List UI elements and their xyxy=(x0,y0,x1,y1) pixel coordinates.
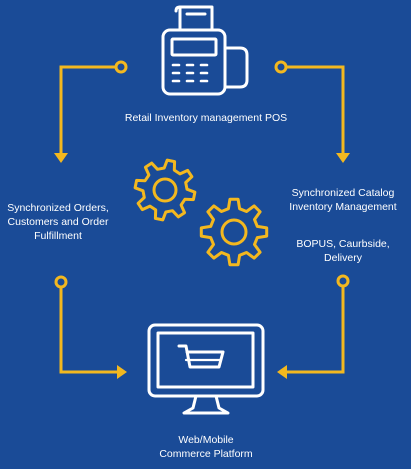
gear-icon xyxy=(199,197,269,267)
monitor-cart-icon xyxy=(147,323,265,415)
gears-icon xyxy=(133,158,269,267)
pos-label: Retail Inventory management POS xyxy=(124,112,288,124)
bopus-label: BOPUS, Caurbside, Delivery xyxy=(296,238,390,264)
connector-bottom-left xyxy=(54,275,127,379)
pos-terminal-icon xyxy=(161,5,249,96)
connector-bottom-right xyxy=(277,274,350,379)
gear-icon xyxy=(133,158,197,222)
connector-top-left xyxy=(54,60,128,163)
web-label: Web/Mobile Commerce Platform xyxy=(159,434,253,460)
connector-top-right xyxy=(274,60,350,163)
orders-label: Synchronized Orders, Customers and Order… xyxy=(7,202,109,242)
catalog-label: Synchronized Catalog Inventory Managemen… xyxy=(289,187,397,213)
